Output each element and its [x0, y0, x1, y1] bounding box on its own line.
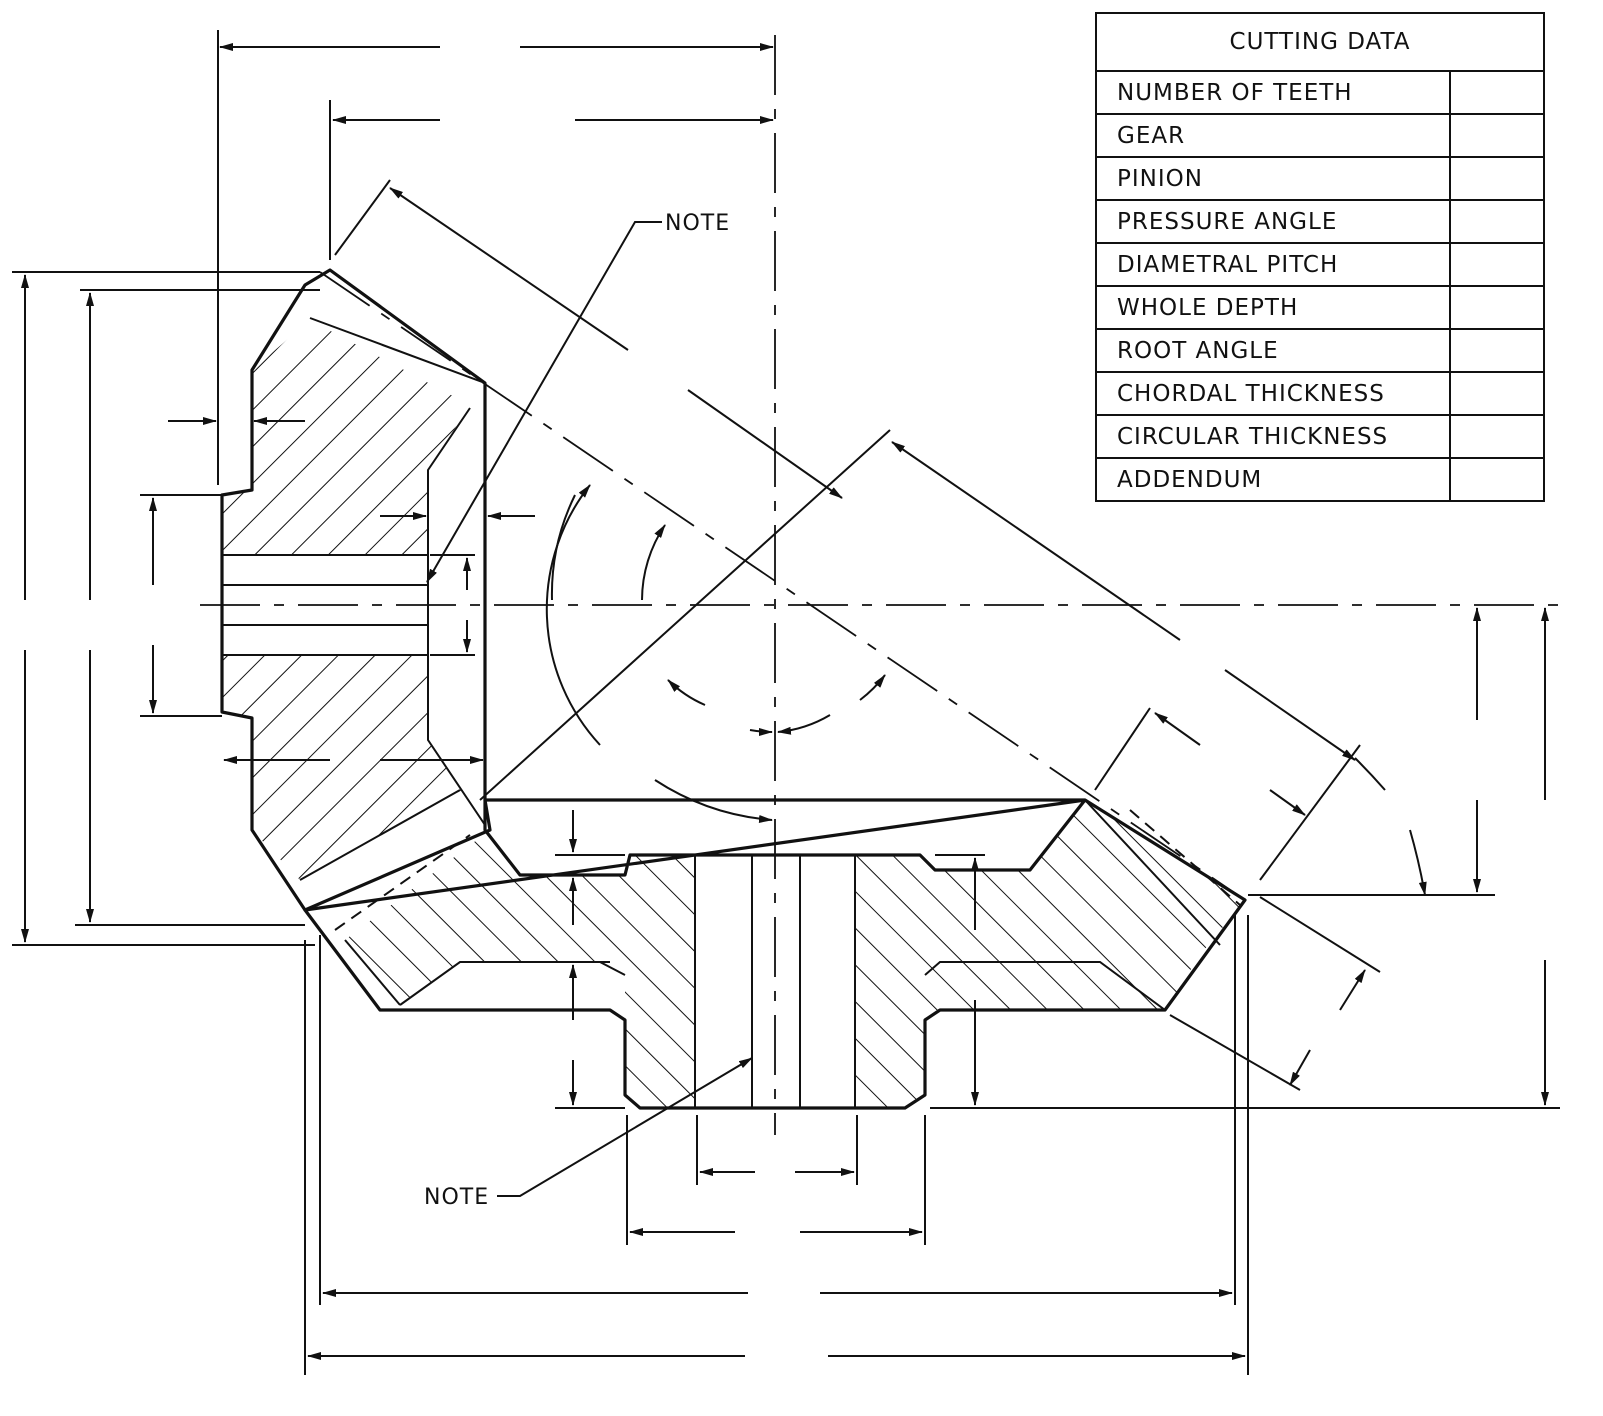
center-lines	[200, 35, 1560, 1135]
note-label-top: NOTE	[665, 211, 730, 236]
table-row: WHOLE DEPTH	[1095, 285, 1545, 330]
table-row: PRESSURE ANGLE	[1095, 199, 1545, 244]
table-row: GEAR	[1095, 113, 1545, 158]
note-label-bottom: NOTE	[424, 1185, 489, 1210]
gear-section	[303, 798, 1247, 1110]
table-row: CHORDAL THICKNESS	[1095, 371, 1545, 416]
cutting-data-table: CUTTING DATA NUMBER OF TEETH GEAR PINION…	[1095, 12, 1545, 502]
table-row: NUMBER OF TEETH	[1095, 70, 1545, 115]
table-row: CIRCULAR THICKNESS	[1095, 414, 1545, 459]
dimension-lines	[12, 30, 1560, 1375]
table-row: ROOT ANGLE	[1095, 328, 1545, 373]
table-row: DIAMETRAL PITCH	[1095, 242, 1545, 287]
pinion-section	[220, 268, 492, 912]
cutting-data-title: CUTTING DATA	[1095, 12, 1545, 72]
table-row: ADDENDUM	[1095, 457, 1545, 502]
table-row: PINION	[1095, 156, 1545, 201]
